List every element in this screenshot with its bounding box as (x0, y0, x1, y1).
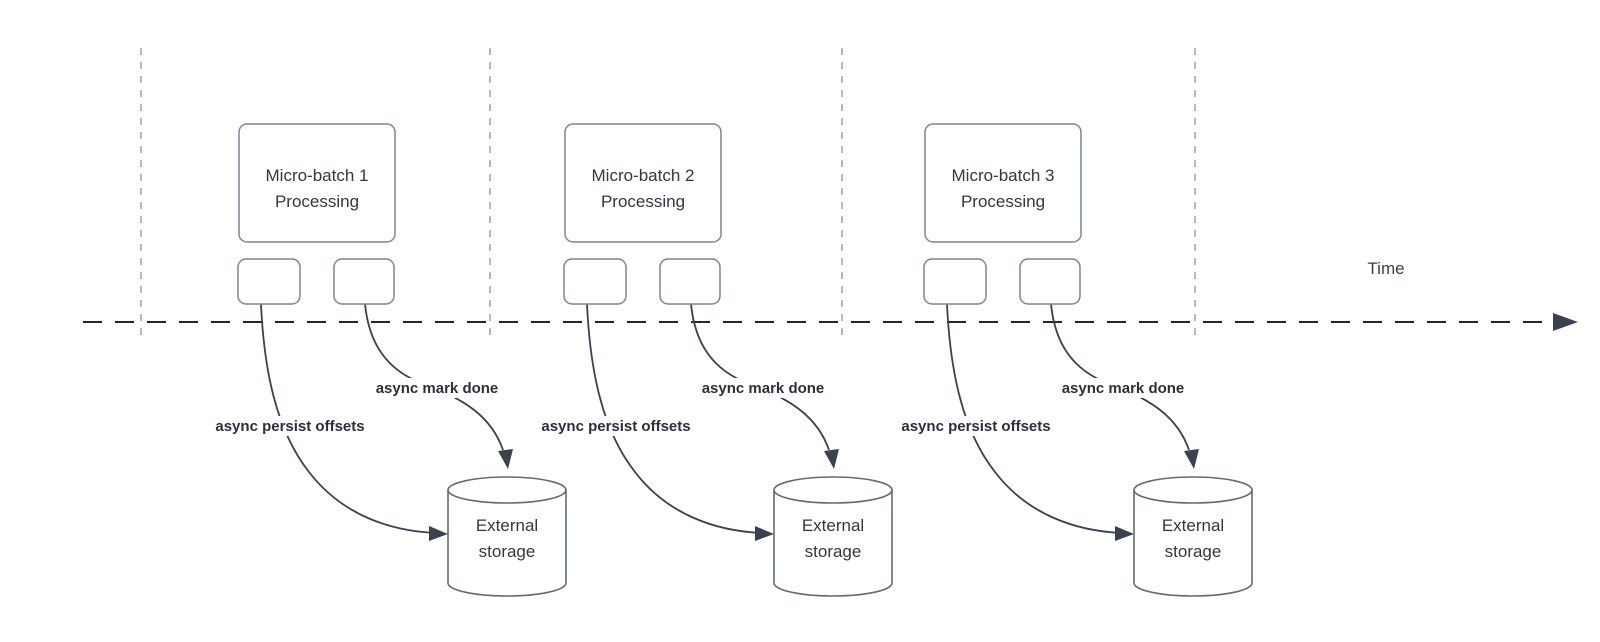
cylinder-body (447, 476, 567, 597)
mark-done-label: async mark done (376, 380, 499, 397)
batch-2-group: Micro-batch 2 Processing async persist o… (528, 123, 893, 597)
storage-label-line2: storage (805, 542, 862, 561)
micro-batch-processing-box (564, 123, 722, 243)
persist-offsets-label: async persist offsets (541, 418, 690, 435)
persist-offsets-label-group: async persist offsets (888, 416, 1064, 436)
storage-label-line2: storage (1165, 542, 1222, 561)
cylinder-rim (447, 489, 567, 504)
persist-offsets-arrowhead-icon (1115, 526, 1134, 541)
mark-done-label-group: async mark done (1051, 378, 1195, 398)
persist-offsets-label: async persist offsets (215, 418, 364, 435)
mark-done-arrow (1050, 303, 1190, 451)
persist-offsets-arrow (946, 303, 1123, 534)
batch-3-group: Micro-batch 3 Processing async persist o… (888, 123, 1253, 597)
micro-batch-box-label-line1: Micro-batch 3 (952, 166, 1055, 185)
cylinder-body (773, 476, 893, 597)
storage-label-line1: External (1162, 516, 1224, 535)
persist-offsets-arrow (586, 303, 763, 534)
offset-task-box (563, 258, 627, 305)
micro-batch-processing-box (924, 123, 1082, 243)
persist-offsets-label-group: async persist offsets (202, 416, 378, 436)
persist-offsets-arrowhead-icon (755, 526, 774, 541)
mark-done-label-bg (1051, 378, 1195, 398)
micro-batch-box-label-line1: Micro-batch 1 (266, 166, 369, 185)
persist-offsets-arrowhead-icon (429, 526, 448, 541)
persist-offsets-label-bg (888, 416, 1064, 436)
mark-done-arrow (690, 303, 830, 451)
persist-offsets-label-bg (202, 416, 378, 436)
done-task-box (659, 258, 721, 305)
mark-done-arrowhead-icon (824, 449, 839, 469)
persist-offsets-label: async persist offsets (901, 418, 1050, 435)
micro-batch-box-label-line2: Processing (601, 192, 685, 211)
mark-done-label-group: async mark done (691, 378, 835, 398)
micro-batch-box-label-line1: Micro-batch 2 (592, 166, 695, 185)
persist-offsets-label-group: async persist offsets (528, 416, 704, 436)
mark-done-arrowhead-icon (498, 449, 513, 469)
cylinder-rim (773, 489, 893, 504)
mark-done-arrow (364, 303, 504, 451)
external-storage-cylinder: External storage (447, 476, 567, 597)
mark-done-label: async mark done (1062, 380, 1185, 397)
offset-task-box (237, 258, 301, 305)
storage-label-line2: storage (479, 542, 536, 561)
external-storage-cylinder: External storage (1133, 476, 1253, 597)
persist-offsets-label-bg (528, 416, 704, 436)
storage-label-line1: External (802, 516, 864, 535)
storage-label-line1: External (476, 516, 538, 535)
mark-done-label-bg (365, 378, 509, 398)
mark-done-arrowhead-icon (1184, 449, 1199, 469)
external-storage-cylinder: External storage (773, 476, 893, 597)
done-task-box (1019, 258, 1081, 305)
time-axis-arrowhead-icon (1553, 313, 1578, 331)
offset-task-box (923, 258, 987, 305)
done-task-box (333, 258, 395, 305)
cylinder-rim (1133, 489, 1253, 504)
batch-1-group: Micro-batch 1 Processing async persist o… (202, 123, 567, 597)
micro-batch-box-label-line2: Processing (275, 192, 359, 211)
persist-offsets-arrow (260, 303, 437, 534)
mark-done-label-group: async mark done (365, 378, 509, 398)
mark-done-label-bg (691, 378, 835, 398)
micro-batch-box-label-line2: Processing (961, 192, 1045, 211)
time-axis-label: Time (1367, 259, 1404, 278)
micro-batch-processing-box (238, 123, 396, 243)
cylinder-body (1133, 476, 1253, 597)
mark-done-label: async mark done (702, 380, 825, 397)
